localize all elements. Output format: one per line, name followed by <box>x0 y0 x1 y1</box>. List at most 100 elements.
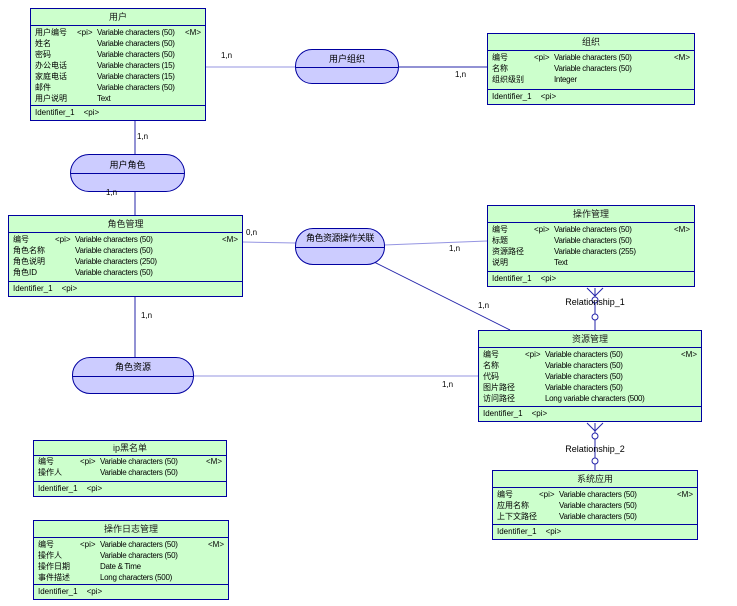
entity-identifier: Identifier_1<pi> <box>493 524 697 539</box>
entity-user[interactable]: 用户 用户编号<pi>Variable characters (50)<M> 姓… <box>30 8 206 121</box>
attr-pi <box>77 49 97 60</box>
cardinality-label[interactable]: 1,n <box>137 132 149 141</box>
attr-name: 标题 <box>492 236 508 245</box>
attr-mandatory <box>199 82 201 93</box>
identifier-label: Identifier_1 <box>492 92 532 101</box>
cardinality-label[interactable]: 1,n <box>478 301 490 310</box>
attribute-row: 图片路径 Variable characters (50) <box>483 382 697 393</box>
attribute-row: 编号<pi>Variable characters (50)<M> <box>38 456 222 467</box>
cardinality-label[interactable]: 1,n <box>449 244 461 253</box>
entity-operation-log[interactable]: 操作日志管理 编号<pi>Variable characters (50)<M>… <box>33 520 229 600</box>
attr-name: 资源路径 <box>492 247 524 256</box>
attr-name: 代码 <box>483 372 499 381</box>
attr-pi: <pi> <box>80 540 96 549</box>
entity-operation-management[interactable]: 操作管理 编号<pi>Variable characters (50)<M> 标… <box>487 205 695 287</box>
entity-title: 操作日志管理 <box>34 521 228 538</box>
attr-type: Variable characters (50) <box>75 268 153 277</box>
attr-type: Variable characters (50) <box>97 83 175 92</box>
attr-name: 邮件 <box>35 83 51 92</box>
association-role-resource[interactable]: 角色资源 <box>72 357 194 394</box>
attr-mandatory <box>199 49 201 60</box>
association-user-organization[interactable]: 用户组织 <box>295 49 399 84</box>
attr-type: Variable characters (50) <box>97 50 175 59</box>
attr-pi <box>77 71 97 82</box>
attr-type: Variable characters (50) <box>545 372 623 381</box>
attribute-row: 用户编号<pi>Variable characters (50)<M> <box>35 27 201 38</box>
relationship-name-label[interactable]: Relationship_2 <box>565 444 625 454</box>
attr-name: 办公电话 <box>35 61 67 70</box>
attr-type: Variable characters (50) <box>559 490 637 499</box>
attr-pi <box>534 74 554 85</box>
cardinality-label[interactable]: 0,n <box>246 228 258 237</box>
entity-title: ip黑名单 <box>34 441 226 456</box>
attr-pi <box>55 245 75 256</box>
attr-mandatory <box>222 572 224 583</box>
entity-identifier: Identifier_1<pi> <box>34 584 228 599</box>
attr-type: Variable characters (50) <box>545 361 623 370</box>
relationship-name-label[interactable]: Relationship_1 <box>565 297 625 307</box>
attr-type: Variable characters (50) <box>97 28 175 37</box>
attr-type: Variable characters (50) <box>100 551 178 560</box>
attr-pi <box>534 235 554 246</box>
attr-pi <box>80 467 100 478</box>
entity-ip-blacklist[interactable]: ip黑名单 编号<pi>Variable characters (50)<M> … <box>33 440 227 497</box>
attr-mandatory <box>236 267 238 278</box>
attr-type: Variable characters (50) <box>75 235 153 244</box>
entity-identifier: Identifier_1<pi> <box>31 105 205 120</box>
identifier-pi: <pi> <box>540 92 557 101</box>
attr-type: Long variable characters (500) <box>545 394 645 403</box>
entity-identifier: Identifier_1<pi> <box>488 271 694 286</box>
cardinality-label[interactable]: 1,n <box>141 311 153 320</box>
link-assoc-operation <box>383 240 488 246</box>
attr-type: Variable characters (50) <box>559 501 637 510</box>
cardinality-label[interactable]: 1,n <box>455 70 467 79</box>
attr-name: 事件描述 <box>38 573 70 582</box>
attr-mandatory <box>236 245 238 256</box>
attr-mandatory <box>199 38 201 49</box>
attr-pi <box>539 511 559 522</box>
attr-pi <box>77 38 97 49</box>
entity-system-application[interactable]: 系统应用 编号<pi>Variable characters (50)<M> 应… <box>492 470 698 540</box>
attr-name: 名称 <box>483 361 499 370</box>
attr-mandatory <box>199 93 201 104</box>
attr-name: 上下文路径 <box>497 512 537 521</box>
entity-resource-management[interactable]: 资源管理 编号<pi>Variable characters (50)<M> 名… <box>478 330 702 422</box>
cardinality-label[interactable]: 1,n <box>221 51 233 60</box>
cardinality-label[interactable]: 1,n <box>442 380 454 389</box>
attr-pi <box>77 60 97 71</box>
attr-pi <box>80 550 100 561</box>
attr-name: 编号 <box>38 540 54 549</box>
cardinality-label[interactable]: 1,n <box>106 188 118 197</box>
attribute-row: 邮件 Variable characters (50) <box>35 82 201 93</box>
association-role-resource-operation[interactable]: 角色资源操作关联 <box>295 228 385 265</box>
attr-mandatory: <M> <box>680 350 697 359</box>
attr-mandatory <box>691 511 693 522</box>
attr-name: 操作人 <box>38 468 62 477</box>
entity-title: 资源管理 <box>479 331 701 348</box>
association-label: 用户组织 <box>328 53 365 64</box>
attr-type: Variable characters (50) <box>554 225 632 234</box>
crow-foot-icon <box>586 422 604 432</box>
attr-pi <box>534 257 554 268</box>
attr-pi: <pi> <box>534 53 550 62</box>
attr-type: Variable characters (255) <box>554 247 636 256</box>
attr-type: Variable characters (50) <box>100 468 178 477</box>
attr-name: 图片路径 <box>483 383 515 392</box>
entity-role-management[interactable]: 角色管理 编号<pi>Variable characters (50)<M> 角… <box>8 215 243 297</box>
association-user-role[interactable]: 用户角色 <box>70 154 185 192</box>
attr-pi <box>77 82 97 93</box>
attr-type: Variable characters (15) <box>97 61 175 70</box>
identifier-pi: <pi> <box>545 527 562 536</box>
attr-type: Variable characters (50) <box>545 383 623 392</box>
identifier-label: Identifier_1 <box>38 587 78 596</box>
attr-mandatory: <M> <box>673 53 690 62</box>
entity-title: 组织 <box>488 34 694 51</box>
attr-pi: <pi> <box>80 457 96 466</box>
